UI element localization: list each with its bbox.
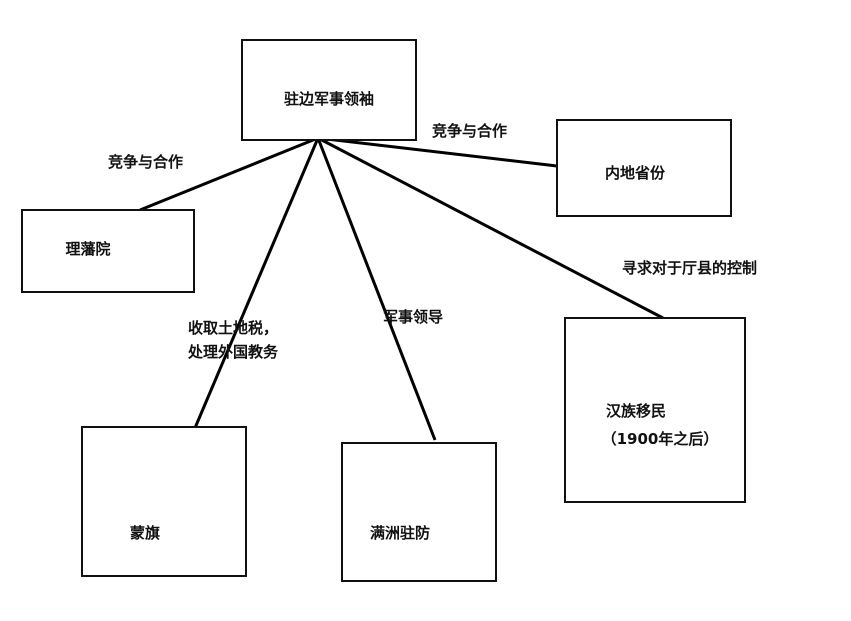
edge-label-mongol-1: 收取土地税， <box>188 319 278 337</box>
edge-label-mongol-2: 处理外国教务 <box>187 343 279 361</box>
node-manchu: 满洲驻防 <box>341 442 497 582</box>
svg-text:理藩院: 理藩院 <box>65 240 110 258</box>
svg-text:驻边军事领袖: 驻边军事领袖 <box>284 90 374 108</box>
svg-text:蒙旗: 蒙旗 <box>130 524 160 542</box>
node-mongol: 蒙旗 <box>81 426 247 577</box>
edge-mongol <box>190 137 320 436</box>
edge-label-han: 寻求对于厅县的控制 <box>622 259 757 277</box>
node-han: 汉族移民 （1900年之后） <box>564 317 746 503</box>
edge-label-lifanyuan: 竞争与合作 <box>108 153 183 171</box>
svg-text:满洲驻防: 满洲驻防 <box>370 524 430 542</box>
node-lifanyuan: 理藩院 <box>21 209 195 293</box>
svg-text:内地省份: 内地省份 <box>605 164 666 182</box>
edge-manchu <box>316 137 437 441</box>
svg-text:汉族移民: 汉族移民 <box>606 402 666 420</box>
edge-lifanyuan <box>139 136 319 212</box>
node-center: 驻边军事领袖 <box>241 39 417 141</box>
edge-han <box>317 136 664 320</box>
edge-inland <box>317 136 558 168</box>
node-inland: 内地省份 <box>556 119 732 217</box>
svg-text:（1900年之后）: （1900年之后） <box>602 430 719 448</box>
edge-label-manchu: 军事领导 <box>383 308 443 326</box>
edge-label-inland: 竞争与合作 <box>432 122 507 140</box>
